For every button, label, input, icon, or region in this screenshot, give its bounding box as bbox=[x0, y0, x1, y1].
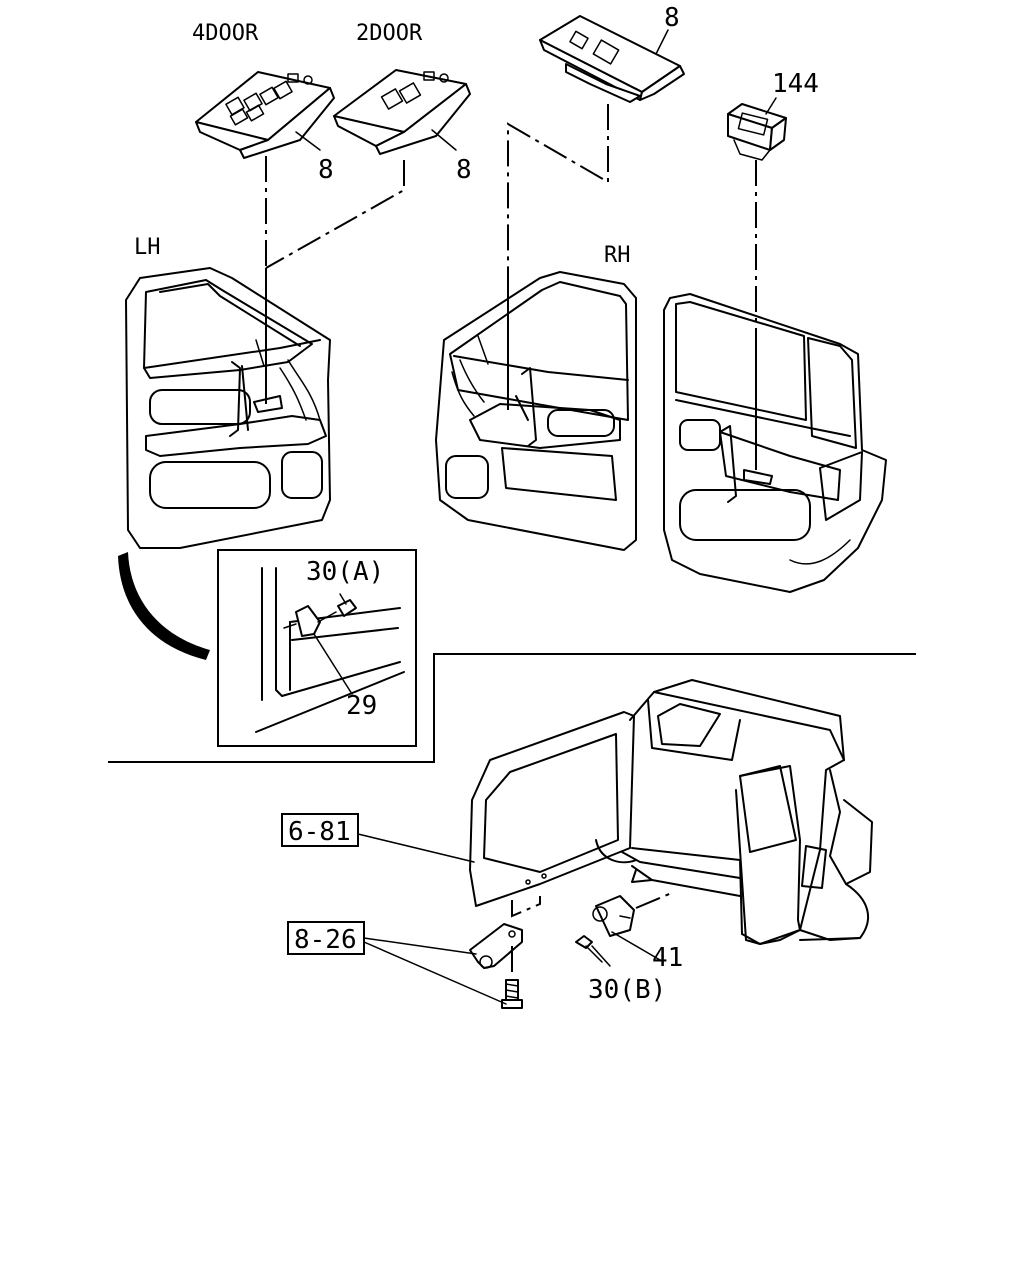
leader-lines bbox=[265, 104, 757, 470]
door-rh-front bbox=[435, 271, 637, 551]
tailgate-stopper bbox=[575, 891, 675, 967]
callout-29: 29 bbox=[346, 691, 377, 721]
callout-30a: 30(A) bbox=[306, 557, 384, 587]
label-lh: LH bbox=[134, 235, 161, 260]
label-2door: 2DOOR bbox=[356, 21, 423, 46]
door-lh-front bbox=[125, 267, 331, 549]
ref-8-26: 8-26 bbox=[294, 925, 357, 955]
callout-30b: 30(B) bbox=[588, 975, 666, 1005]
callout-8-2door: 8 bbox=[456, 155, 472, 185]
callout-41: 41 bbox=[652, 943, 683, 973]
callout-144: 144 bbox=[772, 69, 819, 99]
hinge-bracket bbox=[469, 896, 541, 1009]
door-rh-rear bbox=[663, 293, 887, 593]
switch-rear bbox=[727, 103, 787, 161]
vehicle-rear-view bbox=[469, 679, 873, 945]
callout-8-4door: 8 bbox=[318, 155, 334, 185]
section-separator bbox=[108, 653, 916, 763]
ref-6-81: 6-81 bbox=[288, 817, 351, 847]
switch-4door bbox=[195, 71, 335, 159]
label-rh: RH bbox=[604, 243, 631, 268]
switch-rh-front bbox=[539, 15, 685, 103]
ref-box-6-81 bbox=[281, 813, 359, 847]
detail-inset bbox=[118, 549, 417, 747]
ref-box-8-26 bbox=[287, 921, 365, 955]
callout-8-rh: 8 bbox=[664, 3, 680, 33]
label-4door: 4DOOR bbox=[192, 21, 259, 46]
switch-2door bbox=[333, 69, 471, 155]
